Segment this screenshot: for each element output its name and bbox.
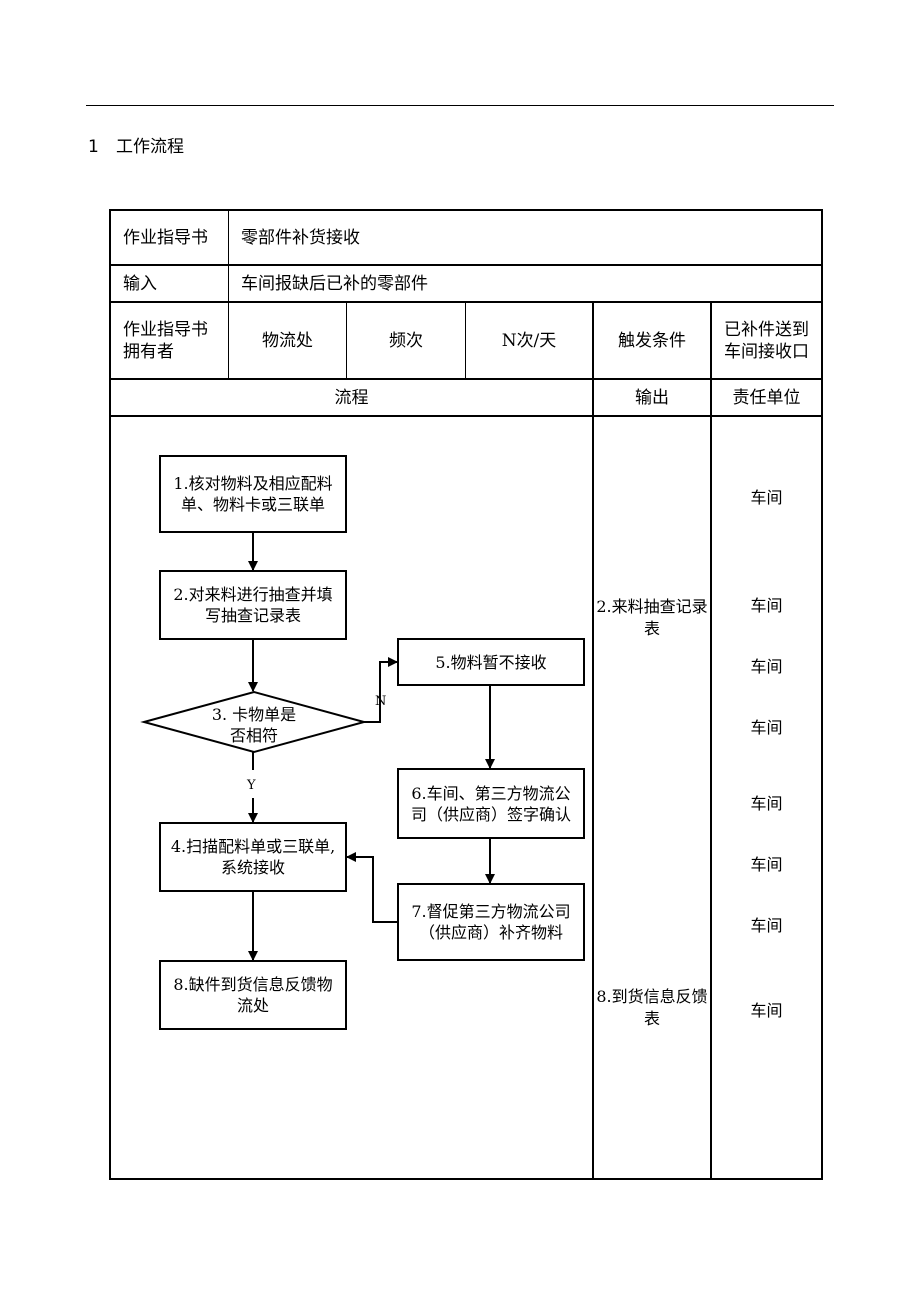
owner-value: 物流处 — [262, 330, 313, 351]
step2-box: 2.对来料进行抽查并填写抽查记录表 — [173, 585, 333, 625]
step6-box: 6.车间、第三方物流公司（供应商）签字确认 — [410, 783, 571, 824]
responsible-3: 车间 — [750, 657, 783, 676]
frequency-label: 频次 — [389, 330, 423, 351]
input-label: 输入 — [123, 273, 157, 294]
responsible-1: 车间 — [750, 488, 783, 507]
step4-box: 4.扫描配料单或三联单,系统接收 — [170, 837, 336, 877]
section-heading: 1 工作流程 — [88, 132, 184, 157]
responsible-4: 车间 — [750, 718, 783, 737]
output-2: 2.来料抽查记录表 — [596, 597, 708, 638]
column-process: 流程 — [334, 387, 369, 408]
responsible-7: 车间 — [750, 916, 783, 935]
step1-box: 1.核对物料及相应配料单、物料卡或三联单 — [173, 474, 333, 514]
top-rule — [86, 105, 834, 106]
step7-box: 7.督促第三方物流公司（供应商）补齐物料 — [411, 902, 571, 942]
instruction-value: 零部件补货接收 — [241, 227, 360, 248]
responsible-6: 车间 — [750, 855, 783, 874]
trigger-value: 已补件送到车间接收口 — [724, 319, 809, 362]
section-number: 1 — [88, 137, 99, 157]
instruction-label: 作业指导书 — [123, 227, 208, 248]
step8-box: 8.缺件到货信息反馈物流处 — [173, 975, 333, 1015]
input-value: 车间报缺后已补的零部件 — [241, 273, 428, 294]
output-8: 8.到货信息反馈表 — [596, 987, 708, 1028]
trigger-label: 触发条件 — [618, 330, 686, 351]
section-title: 工作流程 — [116, 137, 184, 157]
responsible-5: 车间 — [750, 794, 783, 813]
frequency-value: N次/天 — [501, 330, 557, 351]
column-output: 输出 — [635, 387, 669, 408]
responsible-8: 车间 — [750, 1001, 783, 1020]
step8-box-outline — [159, 960, 347, 1030]
yes-label: Y — [247, 778, 256, 793]
step3-decision: 3. 卡物单是否相符 — [211, 705, 297, 745]
no-label: N — [375, 694, 387, 709]
owner-label: 作业指导书拥有者 — [123, 319, 208, 362]
step5-box: 5.物料暂不接收 — [435, 652, 547, 672]
responsible-2: 车间 — [750, 596, 783, 615]
column-responsible: 责任单位 — [732, 387, 801, 408]
